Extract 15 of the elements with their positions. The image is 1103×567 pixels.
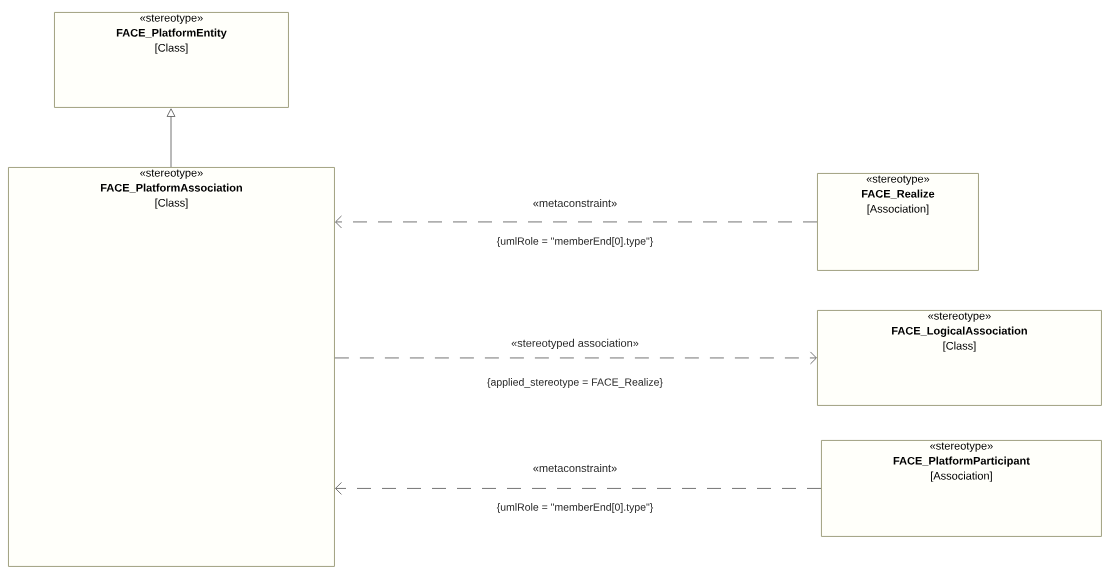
constraint-label: {umlRole = "memberEnd[0].type"}: [495, 236, 655, 248]
edge-label: «metaconstraint»: [531, 197, 619, 209]
class-box: «stereotype» FACE_PlatformEntity [Class]: [54, 12, 289, 108]
dashed-arrow: [334, 351, 817, 365]
class-box: «stereotype» FACE_PlatformParticipant [Association]: [821, 440, 1102, 537]
constraint-label: {applied_stereotype = FACE_Realize}: [486, 377, 664, 389]
generalization-arrow: [166, 108, 176, 168]
dashed-arrow: [335, 482, 822, 495]
constraint-label: {umlRole = "memberEnd[0].type"}: [495, 502, 655, 514]
edge-label: «stereotyped association»: [510, 337, 640, 351]
class-box: «stereotype» FACE_PlatformAssociation [Class]: [8, 167, 335, 567]
class-box: «stereotype» FACE_Realize [Association]: [817, 173, 979, 271]
class-box: «stereotype» FACE_LogicalAssociation [Class]: [817, 310, 1102, 406]
dashed-arrow: [335, 215, 818, 229]
edge-label: «metaconstraint»: [531, 462, 619, 474]
